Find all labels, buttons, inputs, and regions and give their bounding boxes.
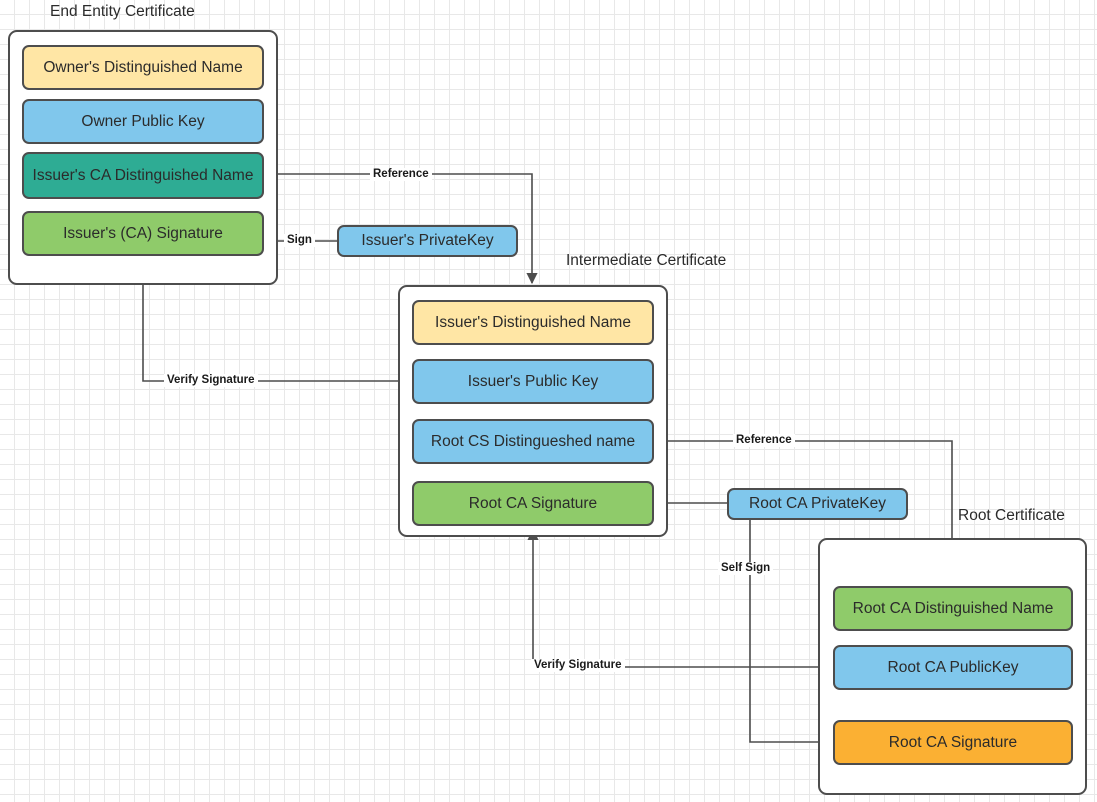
edge-label-verify-signature-bottom: Verify Signature (531, 659, 625, 672)
edge-label-reference-top: Reference (370, 168, 432, 181)
field-root-ca-signature-root[interactable]: Root CA Signature (833, 720, 1073, 765)
key-root-ca-private-key[interactable]: Root CA PrivateKey (727, 488, 908, 520)
group-title-intermediate: Intermediate Certificate (566, 252, 727, 269)
field-issuer-distinguished-name[interactable]: Issuer's Distinguished Name (412, 300, 654, 345)
field-root-ca-signature-intermediate[interactable]: Root CA Signature (412, 481, 654, 526)
group-title-root: Root Certificate (958, 507, 1065, 524)
edge-label-verify-signature-top: Verify Signature (164, 374, 258, 387)
field-owner-distinguished-name[interactable]: Owner's Distinguished Name (22, 45, 264, 90)
edge-label-reference-bottom: Reference (733, 434, 795, 447)
field-root-ca-public-key[interactable]: Root CA PublicKey (833, 645, 1073, 690)
field-issuer-ca-distinguished-name[interactable]: Issuer's CA Distinguished Name (22, 152, 264, 199)
field-issuer-public-key[interactable]: Issuer's Public Key (412, 359, 654, 404)
field-owner-public-key[interactable]: Owner Public Key (22, 99, 264, 144)
field-root-ca-distinguished-name[interactable]: Root CA Distinguished Name (833, 586, 1073, 631)
field-issuer-ca-signature[interactable]: Issuer's (CA) Signature (22, 211, 264, 256)
edge-verify-signature-bottom (527, 528, 833, 668)
edge-label-self-sign: Self Sign (718, 562, 774, 575)
edge-label-sign: Sign (284, 234, 315, 247)
key-issuer-private-key[interactable]: Issuer's PrivateKey (337, 225, 518, 257)
group-title-end-entity: End Entity Certificate (50, 3, 195, 20)
field-root-cs-distingueshed-name[interactable]: Root CS Distingueshed name (412, 419, 654, 464)
